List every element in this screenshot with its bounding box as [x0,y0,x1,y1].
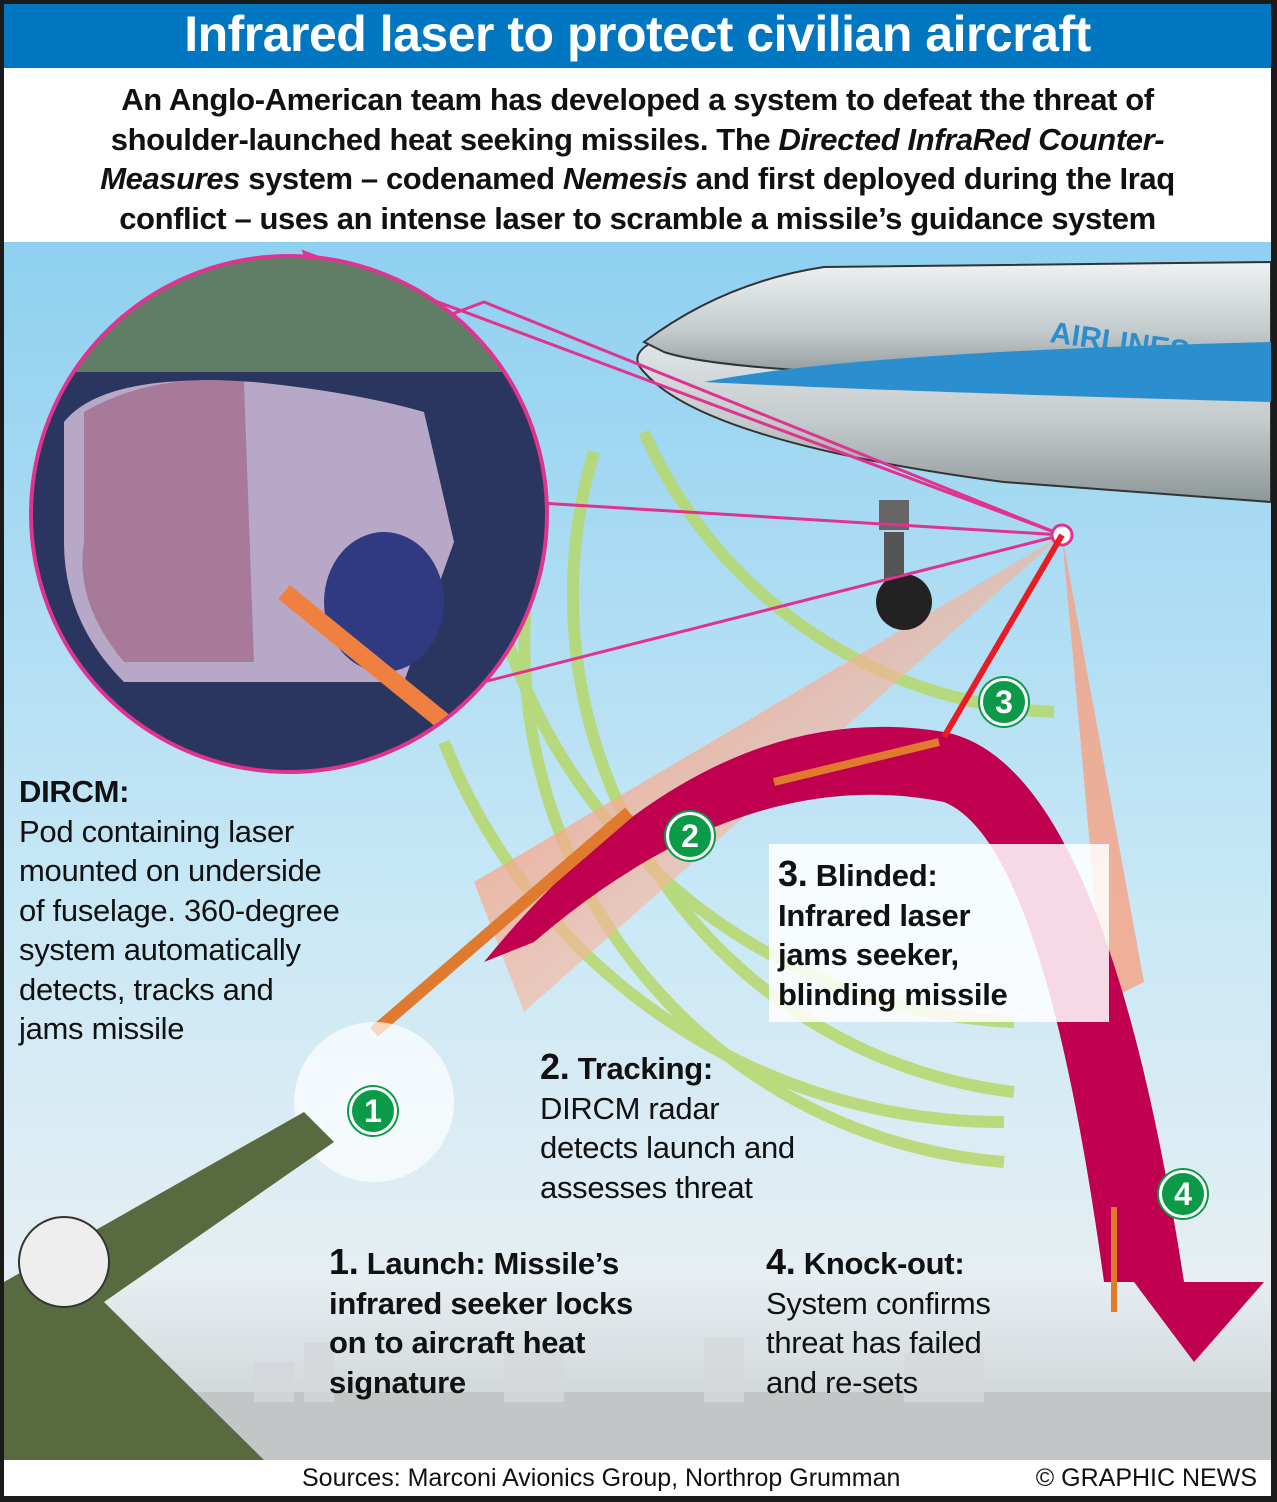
step-title: Tracking: [577,1051,713,1086]
dircm-heading: DIRCM: [19,774,130,809]
step-2-caption: 2. Tracking: DIRCM radar detects launch … [540,1047,795,1207]
dircm-line: Pod containing laser [19,813,294,849]
dircm-line: mounted on underside [19,853,322,888]
intro-line: An Anglo-American team has developed a s… [121,82,1154,117]
step-4-caption: 4. Knock-out: System confirms threat has… [766,1242,991,1402]
page-title: Infrared laser to protect civilian aircr… [4,4,1271,68]
missile-blinded [773,738,940,786]
step-number: 2. [540,1046,570,1087]
step-line: signature [329,1364,466,1400]
gunner-headscarf [18,1216,110,1308]
step-line: blinding missile [778,976,1008,1012]
intro-fragment: system – codenamed [240,161,563,196]
dircm-line: jams missile [19,1011,185,1046]
blinded-text-panel [769,844,1109,1022]
step-heading: 1. Launch: Missile’s [329,1242,633,1284]
step-title: Knock-out: [803,1246,965,1281]
step-title: Blinded: [815,858,938,893]
infographic: Infrared laser to protect civilian aircr… [4,4,1271,1496]
credit: © GRAPHIC NEWS [1035,1464,1257,1492]
step-badge-1: 1 [349,1087,397,1135]
step-line: threat has failed [766,1325,982,1360]
illustration-scene: AIRLINES [4,242,1271,1460]
aircraft-stripe [704,342,1271,402]
badge-number: 3 [995,684,1013,720]
step-heading: 2. Tracking: [540,1047,795,1089]
step-line: jams seeker, [778,937,959,972]
dircm-line: system automatically [19,932,301,967]
intro-fragment: Directed InfraRed Counter- [778,121,1165,157]
missile [370,807,633,1037]
step-line: System confirms [766,1285,991,1321]
step-line: detects launch and [540,1130,795,1165]
intro-fragment: shoulder-launched heat seeking missiles.… [110,121,779,157]
step-line: and re-sets [766,1364,918,1400]
step-line: Infrared laser [778,897,971,933]
inset-magnified-pod [29,249,1074,774]
dircm-line: of fuselage. 360-degree [19,892,340,928]
step-line: assesses threat [540,1169,753,1205]
intro-fragment: Measures [100,161,241,196]
step-number: 4. [766,1241,796,1282]
trajectory-arrowhead [1134,1282,1264,1362]
laser-beam [941,533,1065,739]
step-badge-4: 4 [1159,1170,1207,1218]
scan-beam [1062,535,1144,1002]
step-heading: 3. Blinded: [778,854,1007,896]
intro-line: conflict – uses an intense laser to scra… [119,200,1156,236]
step-3-caption: 3. Blinded: Infrared laser jams seeker, … [778,854,1008,1014]
step-line: on to aircraft heat [329,1325,586,1360]
intro-text: An Anglo-American team has developed a s… [4,68,1271,242]
step-number: 3. [778,853,808,894]
city-skyline [254,1337,984,1402]
step-1-caption: 1. Launch: Missile’s infrared seeker loc… [329,1242,633,1402]
step-badge-2: 2 [666,812,714,860]
intro-fragment: Nemesis [562,161,688,196]
launcher-gunner [4,1112,334,1460]
intro-line: shoulder-launched heat seeking missiles.… [4,120,1271,160]
badge-number: 2 [681,818,699,854]
step-line: DIRCM radar [540,1090,720,1126]
intro-line: Measures system – codenamed Nemesis and … [4,159,1271,199]
dircm-caption: DIRCM: Pod containing laser mounted on u… [19,772,340,1049]
step-heading: 4. Knock-out: [766,1242,991,1284]
footer: Sources: Marconi Avionics Group, Northro… [4,1460,1271,1496]
badge-number: 4 [1174,1176,1192,1212]
sources: Sources: Marconi Avionics Group, Northro… [302,1464,901,1492]
badge-number: 1 [364,1093,382,1129]
intro-fragment: and first deployed during the Iraq [687,161,1175,196]
dircm-line: detects, tracks and [19,971,274,1007]
step-title: Launch: Missile’s [366,1246,619,1281]
step-badge-3: 3 [980,678,1028,726]
step-line: infrared seeker locks [329,1285,633,1321]
step-number: 1. [329,1241,359,1282]
